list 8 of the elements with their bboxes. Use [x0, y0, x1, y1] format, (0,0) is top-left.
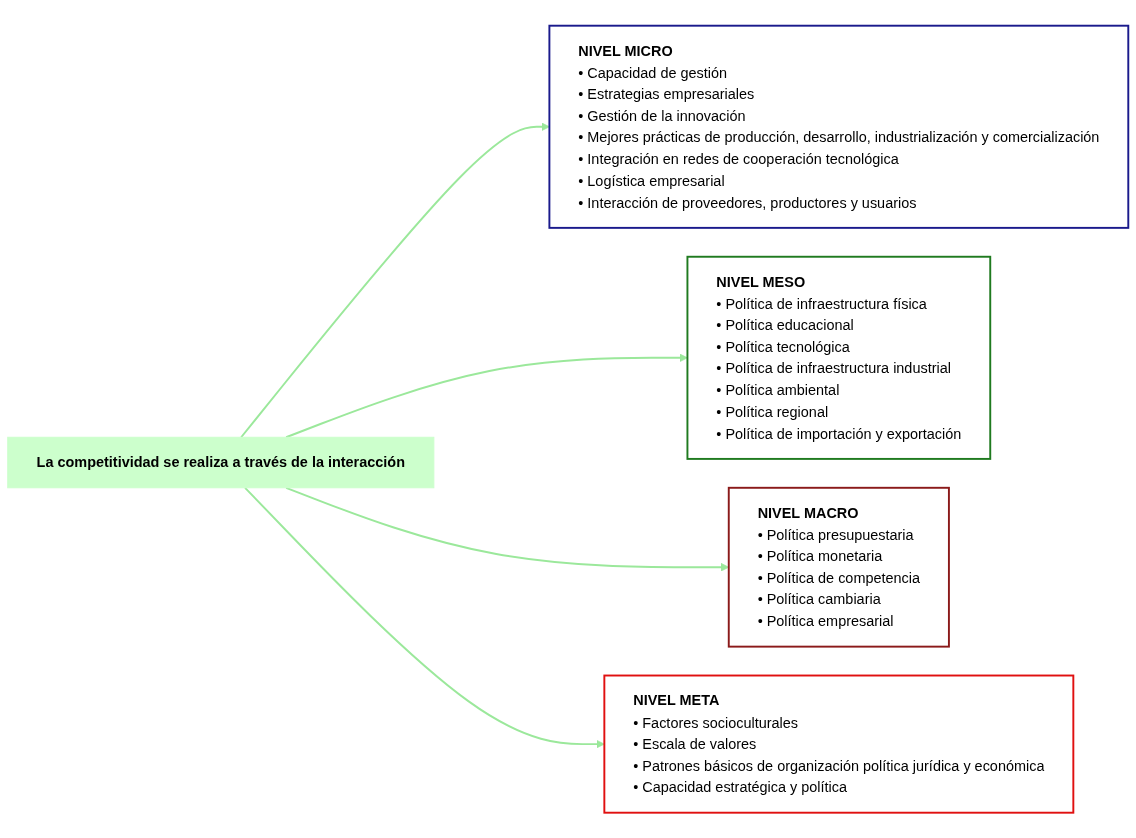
node-box: La competitividad se realiza a través de la interacción: [7, 436, 435, 489]
node-box: NIVEL MICRO • Capacidad de gestión • Estrategias empresariales • Gestión de la innovación • Mejores prácticas de producción, desarrollo, industrialización y comercialización • Integración en redes de cooperación tecnológica • Logística empresarial • Interacción de proveedores, productores y usuarios: [548, 24, 1130, 229]
arrow: [244, 486, 605, 749]
node-box: NIVEL MACRO • Política presupuestaria • Política monetaria • Política de competencia • Política cambiaria • Política empresarial: [727, 486, 950, 648]
arrow: [285, 353, 688, 438]
node-box: NIVEL MESO • Política de infraestructura física • Política educacional • Política tecnológica • Política de infraestructura industrial • Política ambiental • Política regional • Política de importación y exportación: [686, 255, 992, 460]
arrow: [240, 122, 550, 438]
node-box: NIVEL META • Factores socioculturales • Escala de valores • Patrones básicos de organización política jurídica y económica • Capacidad estratégica y política: [603, 674, 1075, 814]
